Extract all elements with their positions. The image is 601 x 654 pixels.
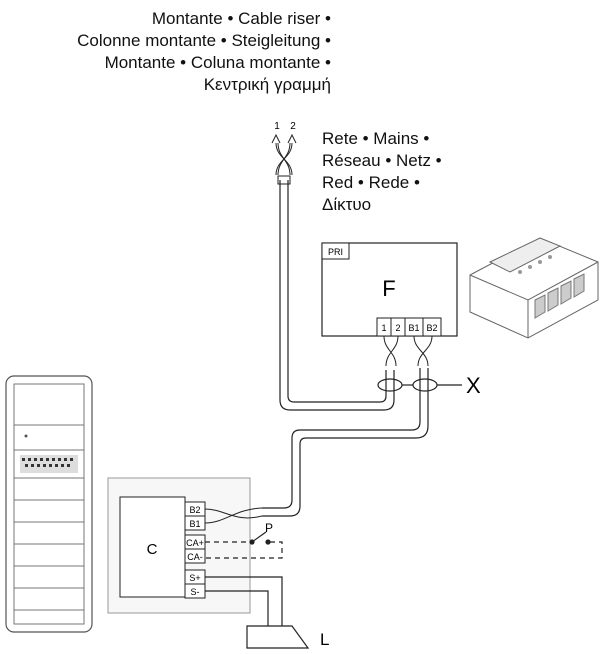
ps-terminal-b2: B2 — [426, 323, 437, 333]
sensor-label-l: L — [320, 630, 329, 649]
mains-caption-line-4: Δίκτυο — [322, 195, 372, 214]
device-c-id: C — [147, 541, 158, 558]
ps-terminal-1: 1 — [381, 323, 386, 333]
bus-cable — [262, 368, 429, 517]
c-terminal-b2: B2 — [189, 505, 200, 515]
riser-caption-line-4: Κεντρική γραμμή — [203, 75, 331, 94]
c-bus-twist — [204, 507, 263, 524]
riser-caption-line-2: Colonne montante • Steigleitung • — [77, 31, 331, 50]
riser-caption-line-1: Montante • Cable riser • — [151, 9, 331, 28]
power-supply-id: F — [382, 276, 395, 301]
ps-terminal-b1: B1 — [408, 323, 419, 333]
riser-cable-end — [277, 175, 291, 185]
ps-terminal-2: 2 — [395, 323, 400, 333]
c-terminal-s-plus: S+ — [189, 573, 200, 583]
push-button-p — [249, 531, 271, 545]
door-entry-panel — [5, 375, 93, 633]
ferrite-rings — [377, 378, 462, 392]
riser-cable — [279, 180, 395, 411]
device-c-inner — [119, 496, 186, 598]
c-terminal-ca-minus: CA- — [187, 552, 203, 562]
c-terminal-b1: B1 — [189, 519, 200, 529]
c-terminal-s-minus: S- — [191, 587, 200, 597]
c-terminal-ca-plus: CA+ — [186, 538, 204, 548]
pri-label: PRI — [328, 247, 343, 257]
mains-caption-line-2: Réseau • Netz • — [322, 151, 442, 170]
push-button-wiring — [205, 541, 283, 559]
riser-terminal-2: 2 — [290, 121, 296, 132]
push-button-label: P — [265, 521, 273, 535]
riser-connector-arrows — [271, 133, 297, 176]
riser-terminal-1: 1 — [274, 121, 280, 132]
ps-connector-twists — [383, 335, 433, 367]
sensor-wires — [205, 576, 283, 626]
device-c-terminal-strip — [184, 501, 206, 599]
mains-caption-line-3: Red • Rede • — [322, 173, 420, 192]
ferrite-label-x: X — [466, 373, 481, 398]
pri-terminal-box — [321, 242, 350, 260]
din-power-supply-illustration — [469, 237, 599, 339]
riser-caption-line-3: Montante • Coluna montante • — [104, 53, 331, 72]
mains-caption: Rete • Mains • Réseau • Netz • Red • Red… — [322, 128, 442, 216]
mains-caption-line-1: Rete • Mains • — [322, 129, 430, 148]
power-supply-terminal-strip — [376, 317, 442, 337]
riser-caption: Montante • Cable riser • Colonne montant… — [77, 8, 331, 96]
sensor-l-body — [246, 625, 310, 649]
